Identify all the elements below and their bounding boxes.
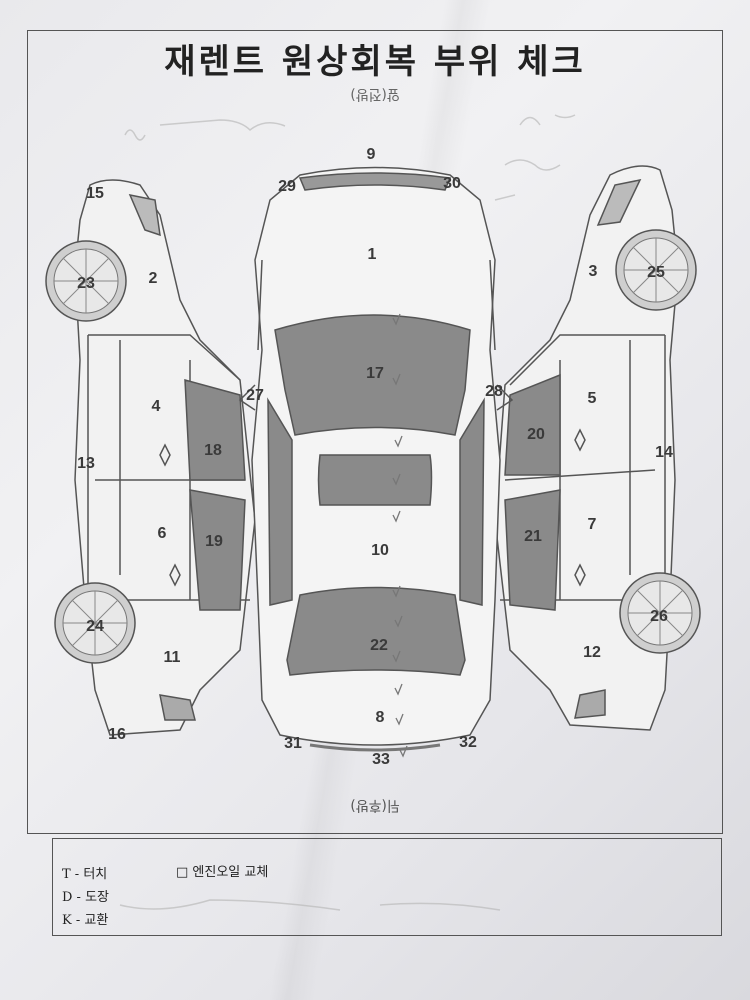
wheel-front-right xyxy=(615,229,697,311)
part-18: 18 xyxy=(204,442,222,459)
part-17: 17 xyxy=(366,365,384,382)
part-5: 5 xyxy=(588,390,597,407)
wheel-rear-left xyxy=(54,582,136,664)
part-4: 4 xyxy=(152,398,161,415)
part-27: 27 xyxy=(246,387,264,404)
legend-paint: D - 도장 xyxy=(62,890,110,905)
check-marks xyxy=(392,313,408,758)
part-19: 19 xyxy=(205,533,223,550)
part-14: 14 xyxy=(655,444,673,461)
part-2: 2 xyxy=(149,270,158,287)
part-16: 16 xyxy=(108,726,126,743)
part-6: 6 xyxy=(158,525,167,542)
part-29: 29 xyxy=(278,178,296,195)
part-25: 25 xyxy=(647,264,665,281)
part-20: 20 xyxy=(527,426,545,443)
car-top-view xyxy=(238,166,514,752)
legend-box xyxy=(52,838,722,936)
page-title: 재렌트 원상회복 부위 체크 xyxy=(164,42,586,82)
part-12: 12 xyxy=(583,644,601,661)
part-32: 32 xyxy=(459,734,477,751)
part-30: 30 xyxy=(443,175,461,192)
part-number-labels: 1 2 3 4 5 6 7 8 9 10 11 12 13 14 15 16 1… xyxy=(77,146,673,768)
legend-replace: K - 교환 xyxy=(62,913,109,928)
part-10: 10 xyxy=(371,542,389,559)
part-1: 1 xyxy=(368,246,377,263)
part-31: 31 xyxy=(284,735,302,752)
part-7: 7 xyxy=(588,516,597,533)
part-15: 15 xyxy=(86,185,104,202)
wheel-front-left xyxy=(45,240,127,322)
part-28: 28 xyxy=(485,383,503,400)
wheel-rear-right xyxy=(619,572,701,654)
legend-touch: T - 터치 xyxy=(62,867,108,882)
part-3: 3 xyxy=(589,263,598,280)
part-23: 23 xyxy=(77,275,95,292)
part-9: 9 xyxy=(367,146,376,163)
part-26: 26 xyxy=(650,608,668,625)
handwritten-scribbles xyxy=(119,114,576,911)
engine-oil-checkbox[interactable]: □ 엔진오일 교체 xyxy=(176,865,269,880)
part-8: 8 xyxy=(376,709,385,726)
part-24: 24 xyxy=(86,618,104,635)
diagram-frame xyxy=(27,30,723,834)
part-33: 33 xyxy=(372,751,390,768)
part-21: 21 xyxy=(524,528,542,545)
part-13: 13 xyxy=(77,455,95,472)
part-11: 11 xyxy=(164,649,181,666)
part-22: 22 xyxy=(370,637,388,654)
